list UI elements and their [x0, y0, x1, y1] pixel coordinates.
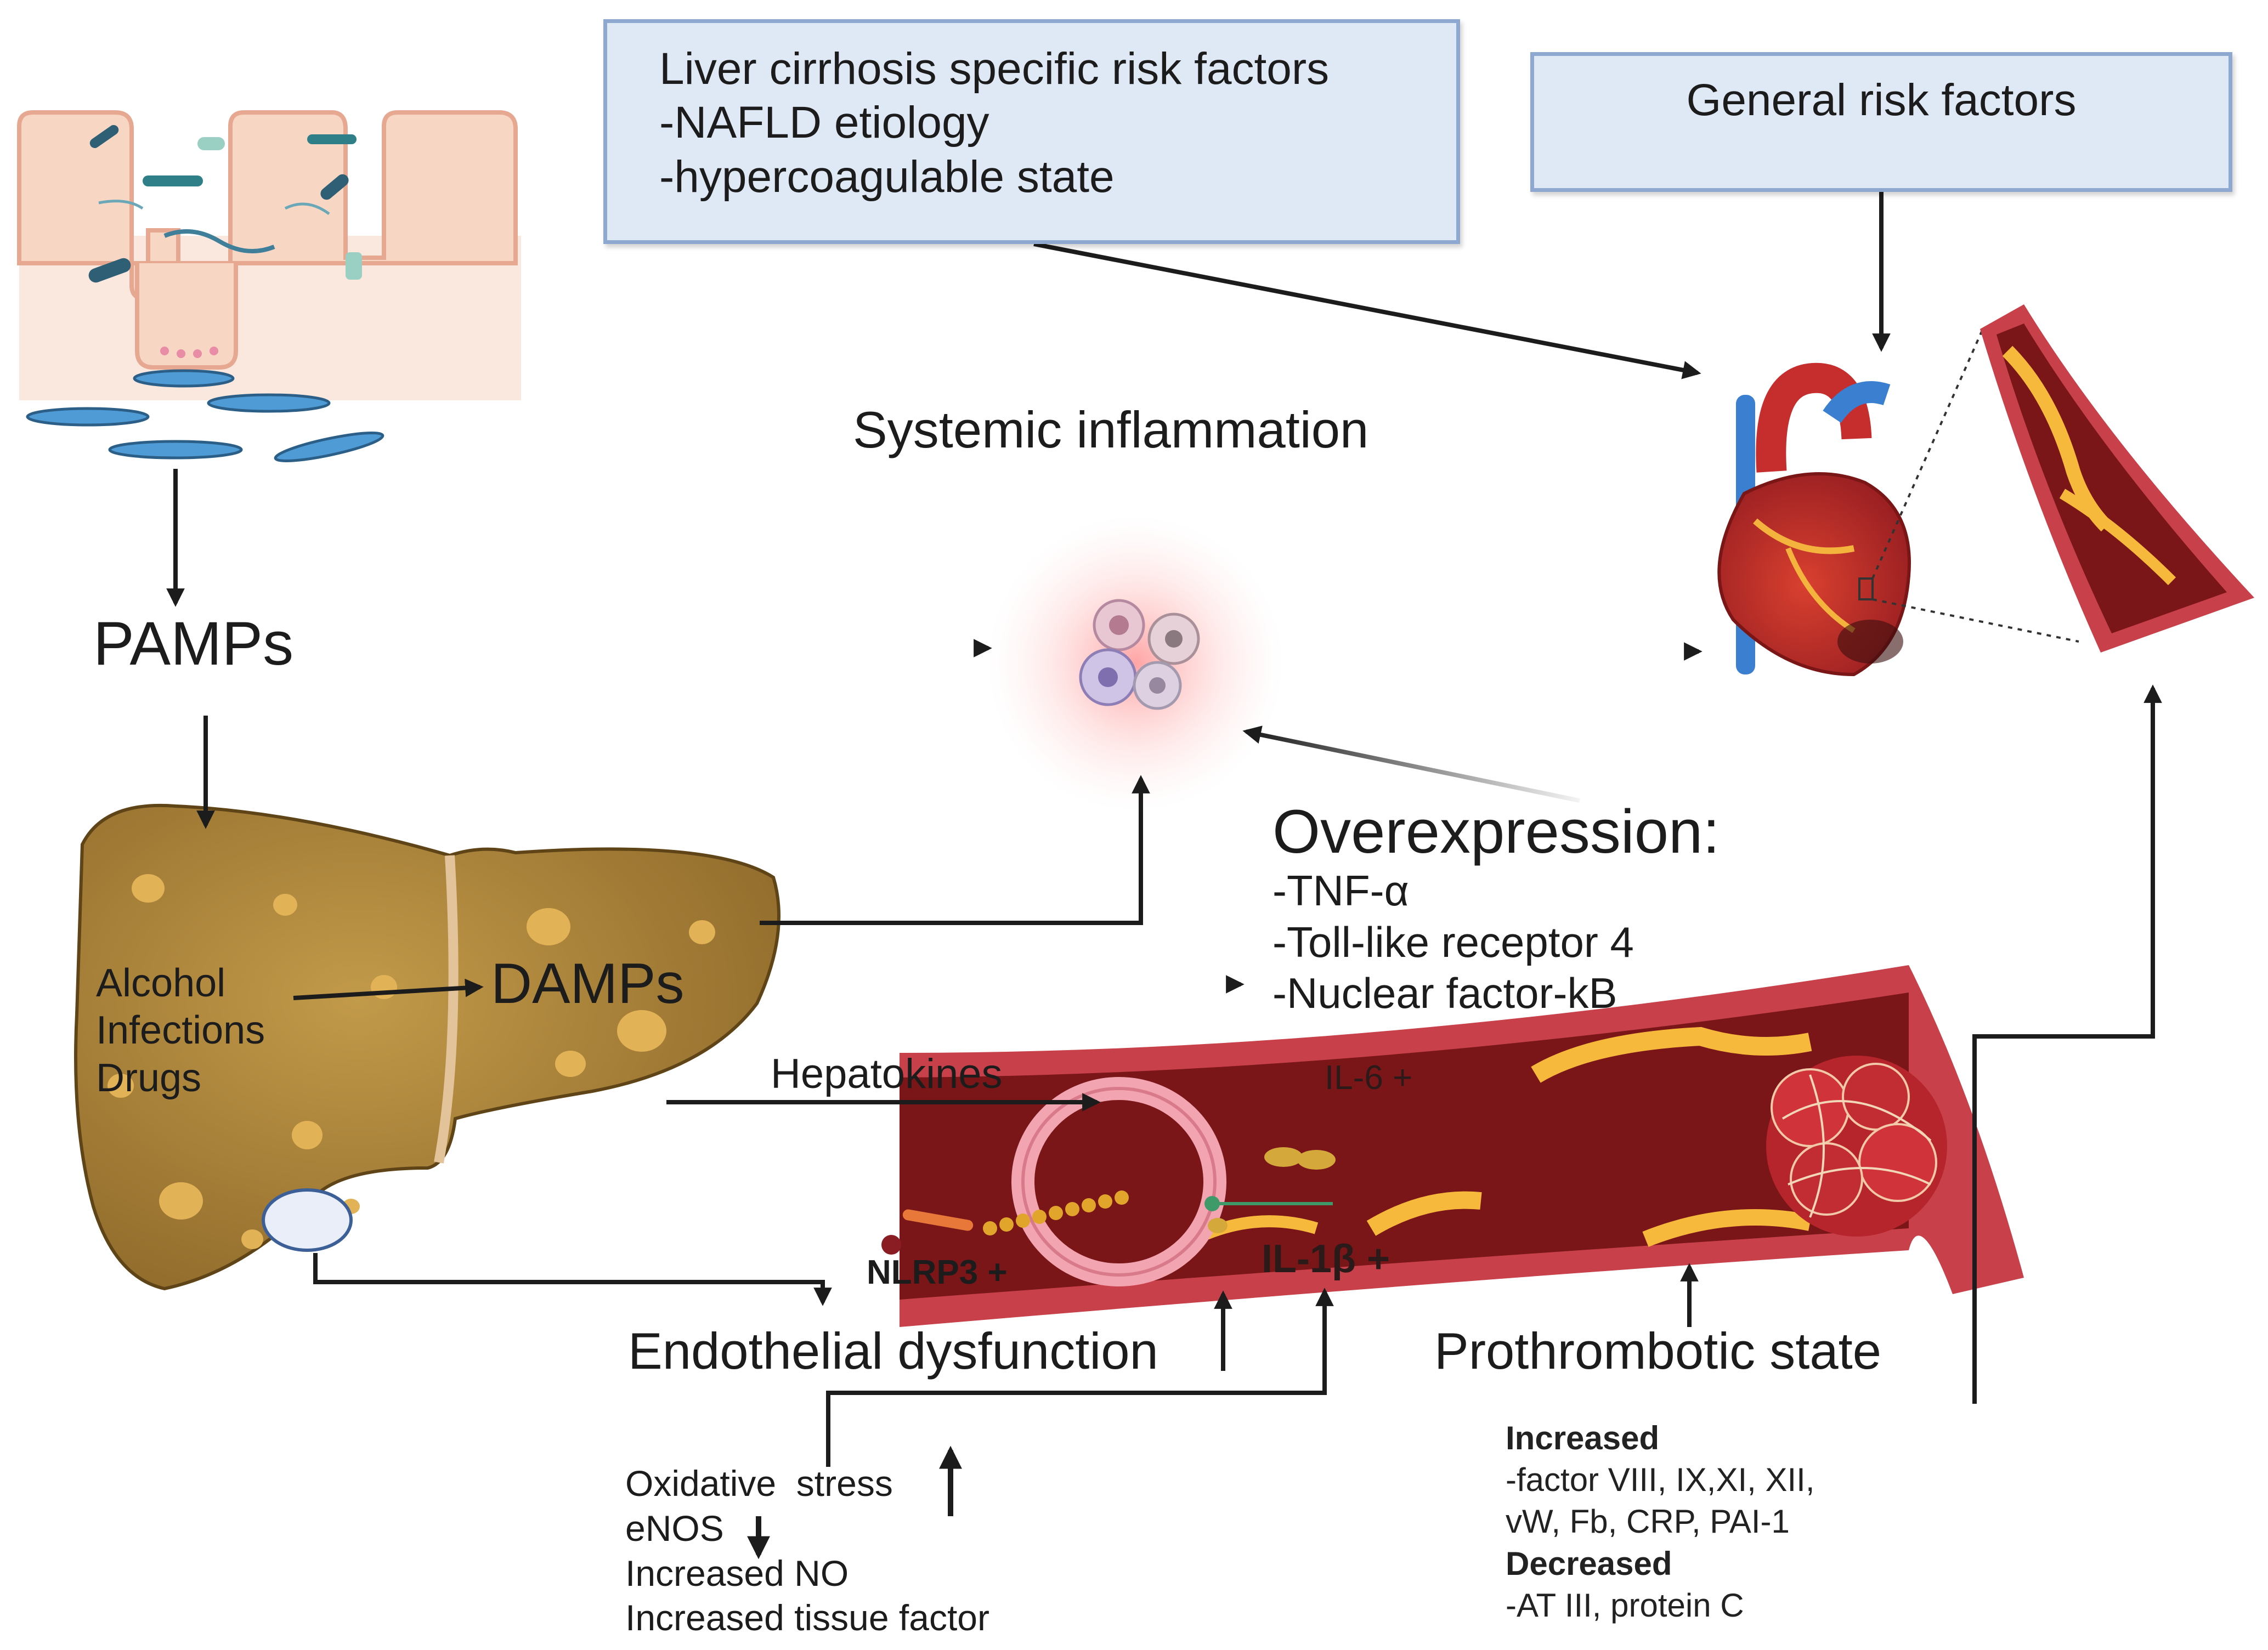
hepatokines-label: Hepatokines: [771, 1051, 1003, 1097]
liver-causes-list: Alcohol Infections Drugs: [96, 960, 265, 1102]
liver-cause-item: Drugs: [96, 1056, 202, 1100]
increased-heading: Increased: [1506, 1420, 1660, 1456]
prothrombotic-factors-list: Increased -factor VIII, IX,XI, XII, vW, …: [1506, 1417, 1815, 1626]
endothelial-factor-item: eNOS: [625, 1507, 724, 1549]
damps-label: DAMPs: [491, 952, 685, 1016]
il6-label: IL-6 +: [1325, 1059, 1413, 1097]
pamps-label: PAMPs: [93, 609, 294, 678]
liver-cirrhosis-risk-title: Liver cirrhosis specific risk factors: [659, 44, 1330, 94]
artery-closeup-illustration: [1871, 304, 2254, 653]
endothelial-factor-item: Increased NO: [625, 1552, 849, 1594]
liver-cirrhosis-risk-box: Liver cirrhosis specific risk factors -N…: [603, 19, 1460, 244]
decreased-heading: Decreased: [1506, 1545, 1672, 1582]
general-risk-title: General risk factors: [1686, 75, 2077, 125]
heart-illustration: [1717, 362, 1911, 677]
inflammation-cells-illustration: [987, 515, 1283, 812]
liver-illustration: [74, 803, 780, 1291]
liver-cause-item: Infections: [96, 1008, 265, 1053]
prothrombotic-state-label: Prothrombotic state: [1434, 1322, 1882, 1380]
overexpression-block: Overexpression: -TNF-α -Toll-like recept…: [1272, 798, 1720, 1019]
increased-item: -factor VIII, IX,XI, XII,: [1506, 1461, 1815, 1499]
arrow-overexpression-to-inflammation: [1247, 730, 1580, 803]
arrow-liver-to-endothelial-dysfunction: [313, 1253, 832, 1306]
arrow-cirrhosis-risk-to-heart: [1033, 242, 1701, 379]
liver-cirrhosis-risk-item: -hypercoagulable state: [659, 151, 1115, 202]
endothelial-factor-item: Increased tissue factor: [625, 1597, 989, 1638]
arrows: [166, 192, 2162, 1560]
il1b-label: IL-1β +: [1262, 1237, 1390, 1281]
nlrp3-label: NLRP3 +: [867, 1254, 1008, 1291]
endothelial-factor-item: Oxidative stress: [625, 1463, 893, 1504]
liver-cause-item: Alcohol: [96, 961, 226, 1005]
overexpression-item: -Nuclear factor-kB: [1272, 969, 1617, 1018]
overexpression-item: -TNF-α: [1272, 866, 1409, 915]
endothelial-dysfunction-label: Endothelial dysfunction: [628, 1322, 1158, 1380]
arrow-liver-to-inflammation: [760, 775, 1150, 925]
overexpression-title: Overexpression:: [1272, 797, 1720, 866]
arrow-causes-to-damps: [293, 978, 484, 1000]
endothelial-factors-list: Oxidative stress eNOS Increased NO Incre…: [625, 1461, 989, 1641]
intestine-illustration: [17, 110, 521, 462]
increased-item: vW, Fb, CRP, PAI-1: [1506, 1503, 1790, 1540]
liver-cirrhosis-risk-item: -NAFLD etiology: [659, 98, 989, 148]
systemic-inflammation-label: Systemic inflammation: [853, 401, 1369, 458]
general-risk-box: General risk factors: [1530, 52, 2232, 192]
arrow-prothrombotic-to-artery: [1972, 684, 2162, 1404]
overexpression-item: -Toll-like receptor 4: [1272, 917, 1634, 966]
decreased-item: -AT III, protein C: [1506, 1586, 1744, 1624]
arrow-oxidative-to-il1b: [826, 1288, 1334, 1467]
blood-vessel-illustration: [881, 965, 2024, 1327]
